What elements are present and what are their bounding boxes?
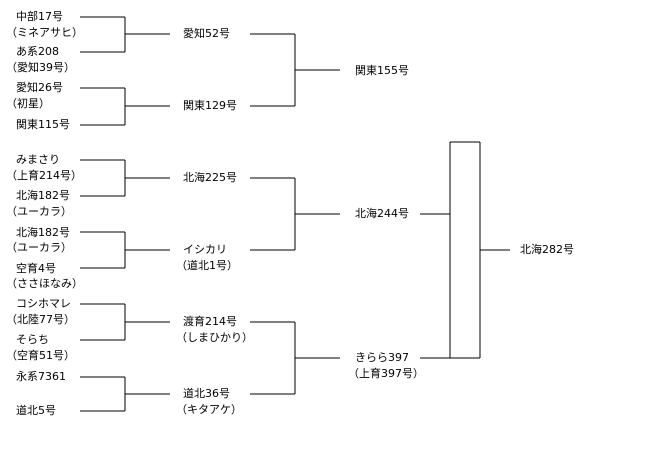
parent-alias: （キタアケ）	[176, 403, 242, 416]
ancestor-alias: （初星）	[6, 97, 50, 110]
root-variety-name: 北海282号	[520, 243, 574, 256]
ancestor-name: コシホマレ	[16, 297, 71, 310]
ancestor-alias: （ユーカラ）	[6, 205, 72, 218]
ancestor-name: 永系7361	[16, 370, 66, 383]
grandparent-name: きらら397	[355, 351, 409, 364]
grandparent-alias: （上育397号）	[348, 367, 424, 380]
ancestor-name: 中部17号	[16, 10, 63, 23]
ancestor-name: 関東115号	[16, 118, 70, 131]
parent-name: イシカリ	[183, 243, 227, 256]
ancestor-alias: （ささほなみ）	[6, 277, 83, 290]
parent-name: 愛知52号	[183, 27, 230, 40]
ancestor-alias: （愛知39号）	[6, 61, 75, 74]
parent-alias: （道北1号）	[176, 259, 238, 272]
ancestor-name: 道北5号	[16, 404, 56, 417]
parent-name: 渡育214号	[183, 315, 237, 328]
ancestor-name: 北海182号	[16, 189, 70, 202]
ancestor-alias: （ユーカラ）	[6, 241, 72, 254]
ancestor-name: あ系208	[16, 45, 59, 58]
grandparent-name: 北海244号	[355, 207, 409, 220]
grandparent-name: 関東155号	[355, 64, 409, 77]
ancestor-alias: （ミネアサヒ）	[6, 26, 83, 39]
ancestor-alias: （上育214号）	[6, 169, 82, 182]
parent-name: 北海225号	[183, 171, 237, 184]
ancestor-name: そらち	[16, 333, 49, 346]
ancestor-alias: （北陸77号）	[6, 313, 75, 326]
ancestor-alias: （空育51号）	[6, 349, 75, 362]
ancestor-name: みまさり	[16, 153, 60, 166]
parent-alias: （しまひかり）	[176, 331, 253, 344]
ancestor-name: 北海182号	[16, 226, 70, 239]
parent-name: 関東129号	[183, 99, 237, 112]
ancestor-name: 空育4号	[16, 262, 56, 275]
parent-name: 道北36号	[183, 387, 230, 400]
ancestor-name: 愛知26号	[16, 81, 63, 94]
